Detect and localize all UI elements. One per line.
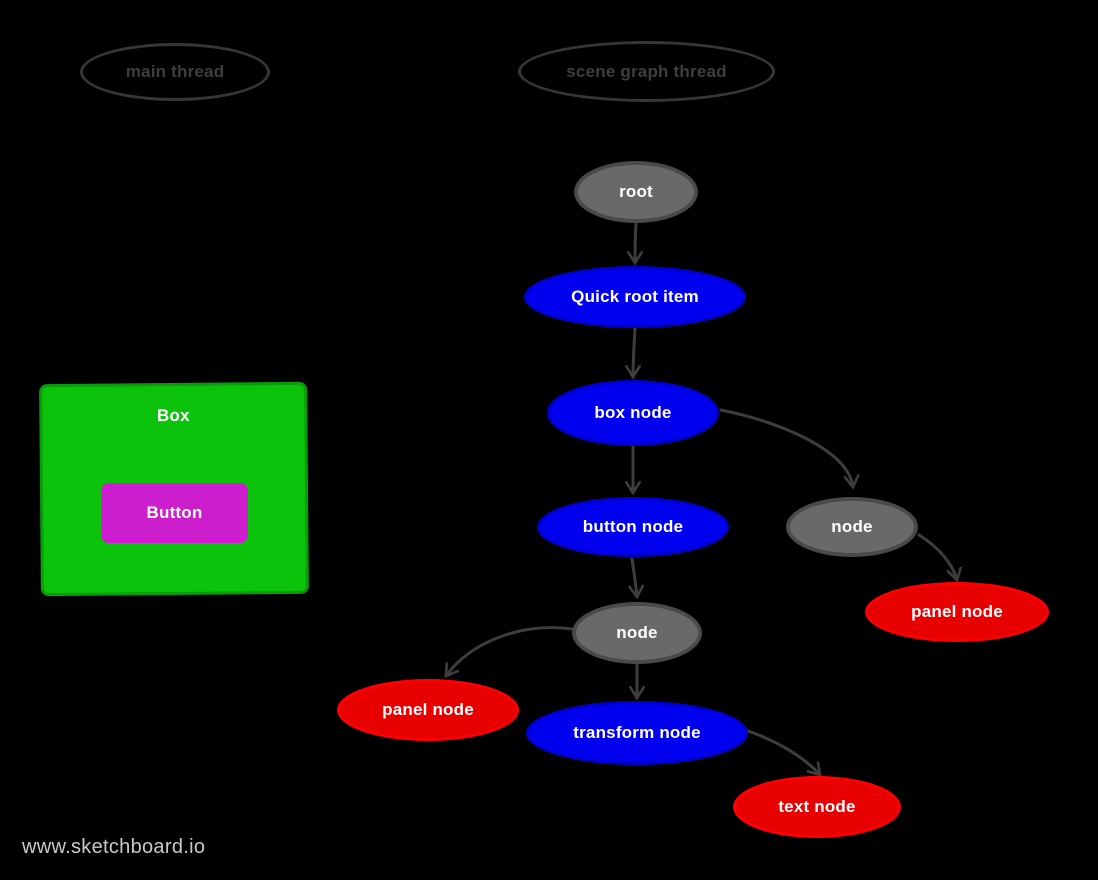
button-node[interactable]: button node [537,497,729,557]
panel-node-right[interactable]: panel node [865,582,1049,642]
text-node[interactable]: text node [733,776,901,838]
scene-graph-thread-ellipse[interactable]: scene graph thread [518,41,775,102]
transform-node[interactable]: transform node [526,701,748,765]
edge-node-upper-right-to-panel-node-right [917,533,963,583]
watermark-text: www.sketchboard.io [22,836,206,858]
panel-node-left-label: panel node [382,700,474,719]
transform-node-label: transform node [573,723,701,742]
root-node[interactable]: root [574,161,698,223]
edge-root-node-to-quick-root-item-node [627,222,644,266]
button-shape[interactable]: Button [101,483,248,543]
main-thread-ellipse-label: main thread [125,62,225,81]
root-node-label: root [619,182,653,201]
edge-box-node-to-node-upper-right [719,408,860,490]
node-center[interactable]: node [572,602,702,664]
node-upper-right-label: node [831,517,873,536]
edge-node-center-to-panel-node-left [444,626,574,679]
quick-root-item-node[interactable]: Quick root item [524,266,746,328]
main-thread-ellipse[interactable]: main thread [80,43,270,101]
edge-button-node-to-node-center [628,557,645,600]
box-node-label: box node [594,403,672,422]
panel-node-right-label: panel node [911,602,1003,621]
box-node[interactable]: box node [547,380,719,446]
panel-node-left[interactable]: panel node [337,679,519,741]
node-center-label: node [616,623,658,642]
edge-transform-node-to-text-node [746,729,822,777]
scene-graph-thread-ellipse-label: scene graph thread [566,61,727,81]
box-shape-label: Box [156,405,190,426]
button-shape-label: Button [146,503,203,522]
node-upper-right[interactable]: node [786,497,918,557]
edge-quick-root-item-node-to-box-node [625,326,642,380]
text-node-label: text node [778,797,856,816]
quick-root-item-node-label: Quick root item [571,287,699,306]
button-node-label: button node [582,517,684,536]
